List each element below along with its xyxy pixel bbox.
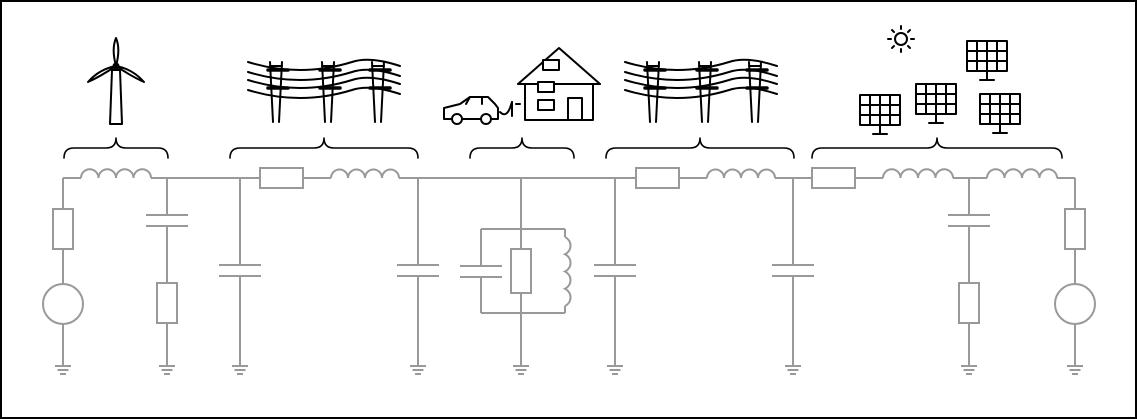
resistor-series-3: [811, 167, 856, 189]
shunt-capacitor-4: [772, 178, 814, 375]
solar-panels-icon: [859, 40, 1021, 135]
right-source-branch: [1054, 178, 1096, 375]
resistor-series-2: [635, 167, 680, 189]
inductor-5: [986, 168, 1058, 179]
left-source-branch: [42, 178, 84, 375]
shunt-capacitor-2: [397, 178, 439, 375]
inductor-2: [330, 168, 400, 179]
inductor-4: [882, 168, 954, 179]
section-braces: [63, 137, 1063, 159]
sun-icon: [887, 25, 915, 53]
inductor-1: [80, 168, 152, 179]
shunt-capacitor-3: [594, 178, 636, 375]
wind-turbine-icon: [87, 37, 145, 125]
shunt-capacitor-1: [219, 178, 261, 375]
parallel-rlc-load: [460, 178, 572, 375]
house-with-electric-car-icon: [443, 47, 601, 125]
inductor-3: [706, 168, 776, 179]
resistor-series-1: [259, 167, 304, 189]
rc-shunt-branch-left: [146, 178, 188, 375]
transmission-towers-icon: [247, 58, 401, 124]
rc-shunt-branch-right: [948, 178, 990, 375]
transmission-towers-icon-2: [624, 58, 778, 124]
